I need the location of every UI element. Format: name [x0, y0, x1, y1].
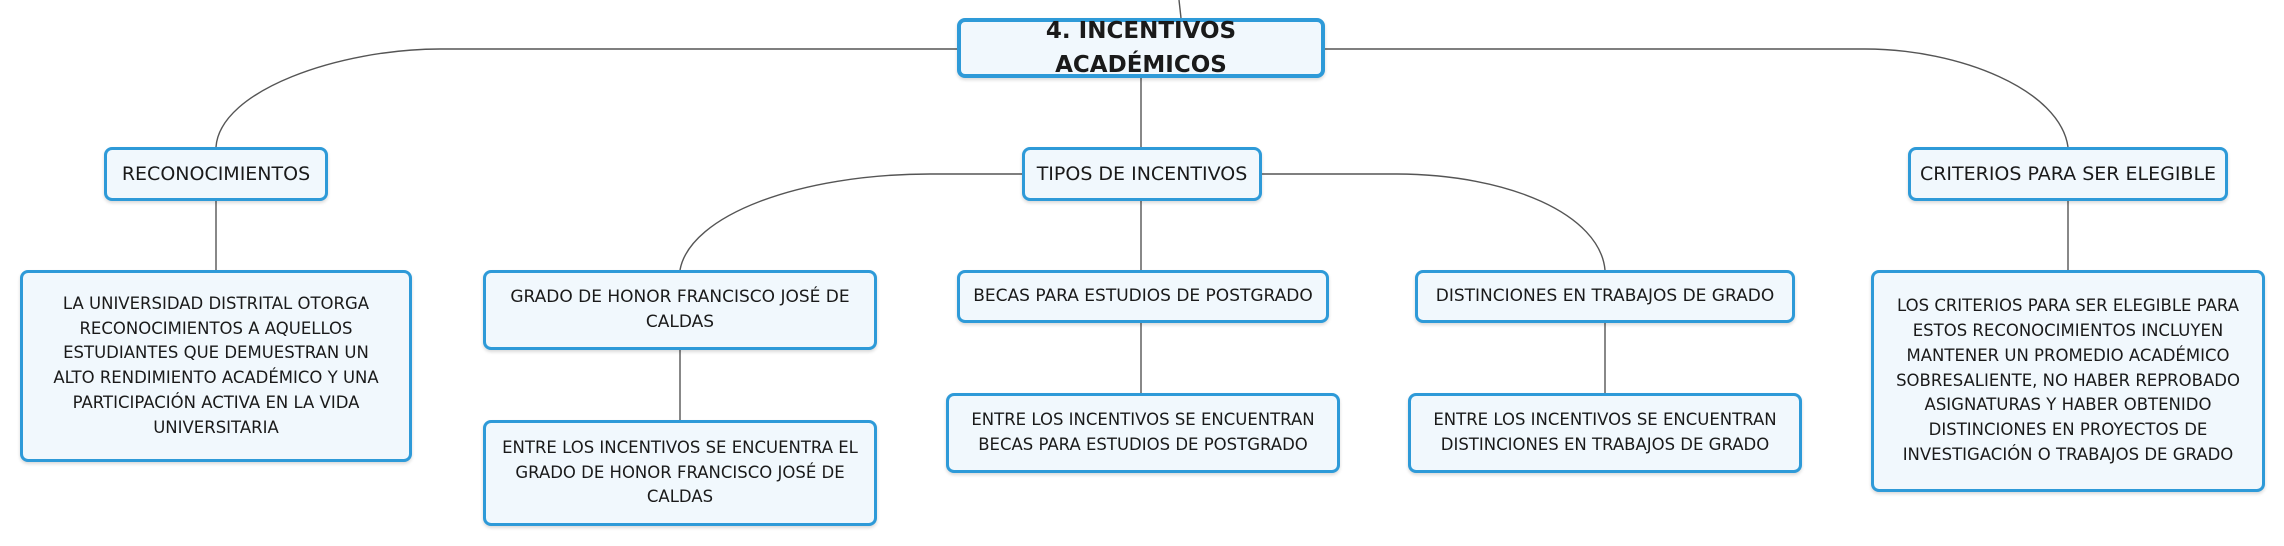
reconocimientos-description-node[interactable]: LA UNIVERSIDAD DISTRITAL OTORGA RECONOCI… [20, 270, 412, 462]
connector-tipos-distinciones [1262, 173, 1606, 271]
becas-node[interactable]: BECAS PARA ESTUDIOS DE POSTGRADO [957, 270, 1329, 323]
grado-honor-description-node[interactable]: ENTRE LOS INCENTIVOS SE ENCUENTRA EL GRA… [483, 420, 877, 526]
branch-tipos-de-incentivos[interactable]: TIPOS DE INCENTIVOS [1022, 147, 1262, 201]
criterios-description-node[interactable]: LOS CRITERIOS PARA SER ELEGIBLE PARA EST… [1871, 270, 2265, 492]
branch-tipos-label: TIPOS DE INCENTIVOS [1036, 162, 1248, 185]
connector-tipos-grado [679, 173, 1022, 271]
distinciones-description: ENTRE LOS INCENTIVOS SE ENCUENTRAN DISTI… [1433, 410, 1777, 454]
becas-description-node[interactable]: ENTRE LOS INCENTIVOS SE ENCUENTRAN BECAS… [946, 393, 1340, 473]
becas-description: ENTRE LOS INCENTIVOS SE ENCUENTRAN BECAS… [971, 410, 1315, 454]
branch-criterios[interactable]: CRITERIOS PARA SER ELEGIBLE [1908, 147, 2228, 201]
grado-honor-node[interactable]: GRADO DE HONOR FRANCISCO JOSÉ DE CALDAS [483, 270, 877, 350]
distinciones-node[interactable]: DISTINCIONES EN TRABAJOS DE GRADO [1415, 270, 1795, 323]
connector-root-reconocimientos [215, 48, 957, 148]
branch-reconocimientos-label: RECONOCIMIENTOS [121, 162, 311, 185]
reconocimientos-description: LA UNIVERSIDAD DISTRITAL OTORGA RECONOCI… [53, 293, 379, 437]
distinciones-label: DISTINCIONES EN TRABAJOS DE GRADO [1435, 285, 1775, 306]
root-node[interactable]: 4. INCENTIVOS ACADÉMICOS [957, 18, 1325, 78]
branch-criterios-label: CRITERIOS PARA SER ELEGIBLE [1919, 162, 2217, 185]
connector-root-parent [1178, 0, 1182, 19]
branch-reconocimientos[interactable]: RECONOCIMIENTOS [104, 147, 328, 201]
criterios-description: LOS CRITERIOS PARA SER ELEGIBLE PARA EST… [1896, 296, 2240, 464]
connector-root-criterios [1325, 48, 2069, 148]
becas-label: BECAS PARA ESTUDIOS DE POSTGRADO [973, 285, 1313, 306]
distinciones-description-node[interactable]: ENTRE LOS INCENTIVOS SE ENCUENTRAN DISTI… [1408, 393, 1802, 473]
root-label: 4. INCENTIVOS ACADÉMICOS [1045, 17, 1237, 79]
grado-honor-description: ENTRE LOS INCENTIVOS SE ENCUENTRA EL GRA… [502, 437, 858, 507]
grado-honor-label: GRADO DE HONOR FRANCISCO JOSÉ DE CALDAS [510, 286, 850, 333]
